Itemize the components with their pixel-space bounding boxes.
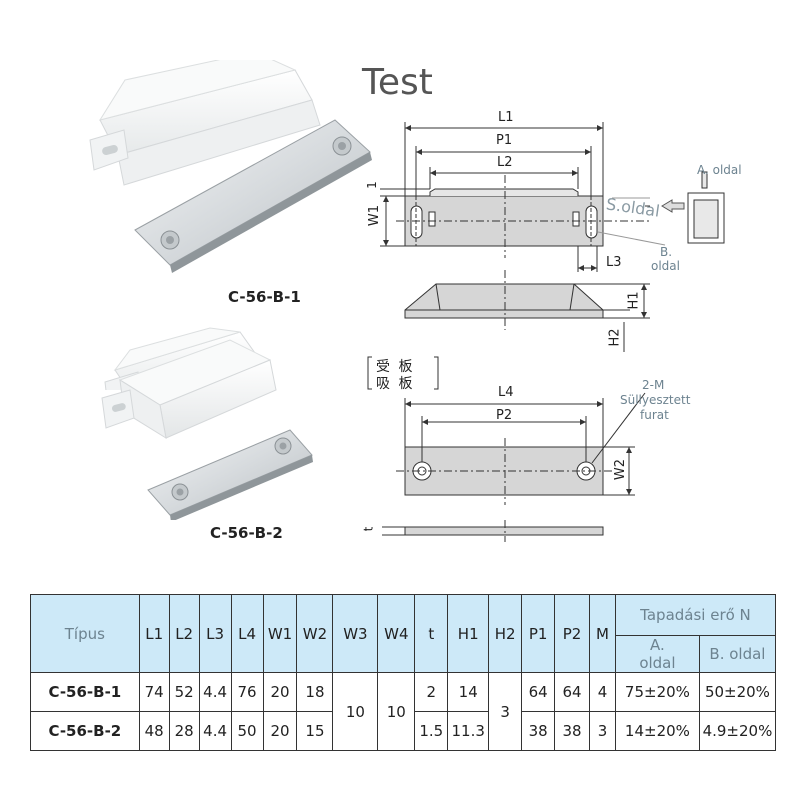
cell-L1: 74	[138, 672, 170, 712]
product-caption-2: C-56-B-2	[210, 524, 283, 542]
cell-P2: 38	[554, 711, 591, 751]
cell-force-b: 50±20%	[698, 672, 777, 712]
table-subheader-row: A. oldal B. oldal	[31, 635, 777, 673]
cell-L2: 28	[168, 711, 200, 751]
dim-H2: H2	[607, 328, 623, 347]
cell-H1: 14	[447, 672, 490, 712]
label-a-side: A. oldal	[697, 163, 742, 177]
header-H2: H2	[488, 594, 523, 673]
dim-L2: L2	[497, 155, 513, 170]
product-photos-2	[101, 339, 313, 520]
plate-1-image	[134, 119, 372, 273]
header-type: Típus	[30, 594, 140, 673]
header-P1: P1	[521, 594, 556, 673]
cell-W2: 18	[296, 672, 334, 712]
cell-W1: 20	[262, 711, 298, 751]
product-caption-1: C-56-B-1	[228, 288, 301, 306]
cell-H1: 11.3	[447, 711, 490, 751]
dim-1: 1	[364, 181, 379, 189]
cell-type: C-56-B-1	[30, 672, 140, 712]
dim-P1: P1	[496, 133, 513, 148]
label-hole-1: 2-M	[642, 378, 665, 392]
cell-P1: 64	[521, 672, 556, 712]
table-row: C-56-B-1 74 52 4.4 76 20 18 10 10 2 14 3…	[30, 672, 777, 751]
magnet-catch-1-image	[89, 60, 321, 186]
plate-2-image	[147, 429, 313, 520]
dim-L3: L3	[606, 255, 622, 270]
cell-M: 3	[589, 711, 616, 751]
header-a-side-line1: A.	[650, 636, 665, 654]
spec-table: Típus L1 L2 L3 L4 W1 W2 W3 W4 t H1 H2 P1…	[30, 594, 777, 751]
cell-H2: 3	[488, 672, 523, 751]
table-header-row: Típus L1 L2 L3 L4 W1 W2 W3 W4 t H1 H2 P1…	[30, 594, 777, 673]
header-H1: H1	[447, 594, 490, 673]
dim-W1: W1	[367, 204, 383, 227]
cell-L1: 48	[138, 711, 170, 751]
cell-L4: 50	[230, 711, 264, 751]
dim-P2: P2	[496, 408, 513, 423]
cell-force-b: 4.9±20%	[698, 711, 777, 751]
header-L4: L4	[230, 594, 264, 673]
cell-P1: 38	[521, 711, 556, 751]
header-W2: W2	[296, 594, 334, 673]
header-t: t	[414, 594, 449, 673]
cell-type: C-56-B-2	[30, 711, 140, 751]
page-title: Test	[362, 62, 433, 103]
header-M: M	[589, 594, 616, 673]
dim-W2: W2	[613, 458, 629, 481]
cell-L3: 4.4	[198, 711, 232, 751]
cell-P2: 64	[554, 672, 591, 712]
dim-t: t	[361, 526, 376, 532]
cell-M: 4	[589, 672, 616, 712]
cell-t: 2	[414, 672, 449, 712]
header-a-side: A. oldal	[614, 635, 700, 673]
header-P2: P2	[554, 594, 591, 673]
dim-L1: L1	[498, 110, 514, 125]
table-row: C-56-B-2 48 28 4.4 50 20 15 1.5 11.3 38 …	[30, 711, 777, 751]
cell-L4: 76	[230, 672, 264, 712]
plate-side-view	[404, 526, 604, 536]
header-W3: W3	[332, 594, 379, 673]
cell-W3: 10	[332, 672, 379, 751]
cell-W2: 15	[296, 711, 334, 751]
label-hole-3: furat	[640, 408, 669, 422]
label-b-side-1: B.	[660, 245, 673, 259]
header-force: Tapadási erő N	[614, 594, 777, 636]
header-a-side-line2: oldal	[639, 654, 676, 672]
dim-H1: H1	[626, 291, 642, 310]
header-W4: W4	[377, 594, 416, 673]
cell-force-a: 75±20%	[614, 672, 700, 712]
header-L1: L1	[138, 594, 170, 673]
header-L3: L3	[198, 594, 232, 673]
header-L2: L2	[168, 594, 200, 673]
label-hole-2: Süllyesztett	[620, 393, 691, 407]
header-b-side: B. oldal	[698, 635, 777, 673]
label-plate-1: 受 板	[376, 359, 415, 375]
label-b-side-2: oldal	[651, 259, 680, 273]
cell-W4: 10	[377, 672, 416, 751]
cell-L2: 52	[168, 672, 200, 712]
cell-L3: 4.4	[198, 672, 232, 712]
magnet-catch-2-body	[101, 339, 277, 440]
cell-force-a: 14±20%	[614, 711, 700, 751]
cell-t: 1.5	[414, 711, 449, 751]
header-W1: W1	[262, 594, 298, 673]
label-plate-2: 吸 板	[376, 376, 415, 392]
cell-W1: 20	[262, 672, 298, 712]
technical-drawing	[367, 122, 725, 542]
dim-L4: L4	[498, 385, 514, 400]
